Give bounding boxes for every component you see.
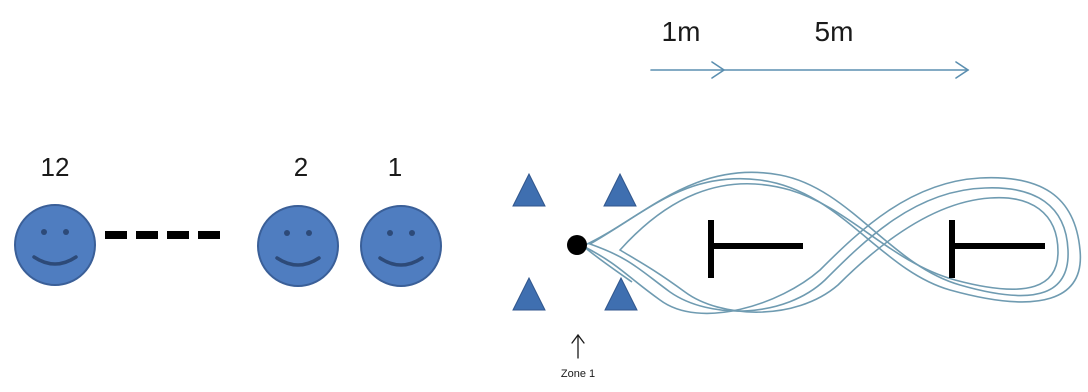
zone-label: Zone 1 bbox=[560, 368, 596, 380]
player-1-label: 1 bbox=[387, 152, 403, 182]
player-gap-dashes bbox=[105, 231, 220, 239]
zone-pointer-arrow-icon bbox=[571, 333, 585, 359]
cone-bottom-left-icon bbox=[512, 276, 546, 311]
distance-1m-label: 1m bbox=[661, 16, 701, 47]
player-2-smiley-icon bbox=[257, 205, 339, 287]
goal-right-icon bbox=[949, 220, 1045, 278]
player-12-smiley-icon bbox=[14, 204, 96, 286]
player-12-label: 12 bbox=[40, 152, 70, 182]
cone-top-left-icon bbox=[512, 172, 546, 207]
cone-bottom-right-icon bbox=[604, 276, 638, 311]
distance-arrows bbox=[650, 61, 970, 79]
player-2-label: 2 bbox=[293, 152, 309, 182]
player-1-smiley-icon bbox=[360, 205, 442, 287]
cone-top-right-icon bbox=[603, 172, 637, 207]
dribble-path bbox=[581, 171, 1082, 315]
goal-left-icon bbox=[708, 220, 803, 278]
ball-icon bbox=[567, 235, 587, 255]
distance-5m-label: 5m bbox=[814, 16, 854, 47]
